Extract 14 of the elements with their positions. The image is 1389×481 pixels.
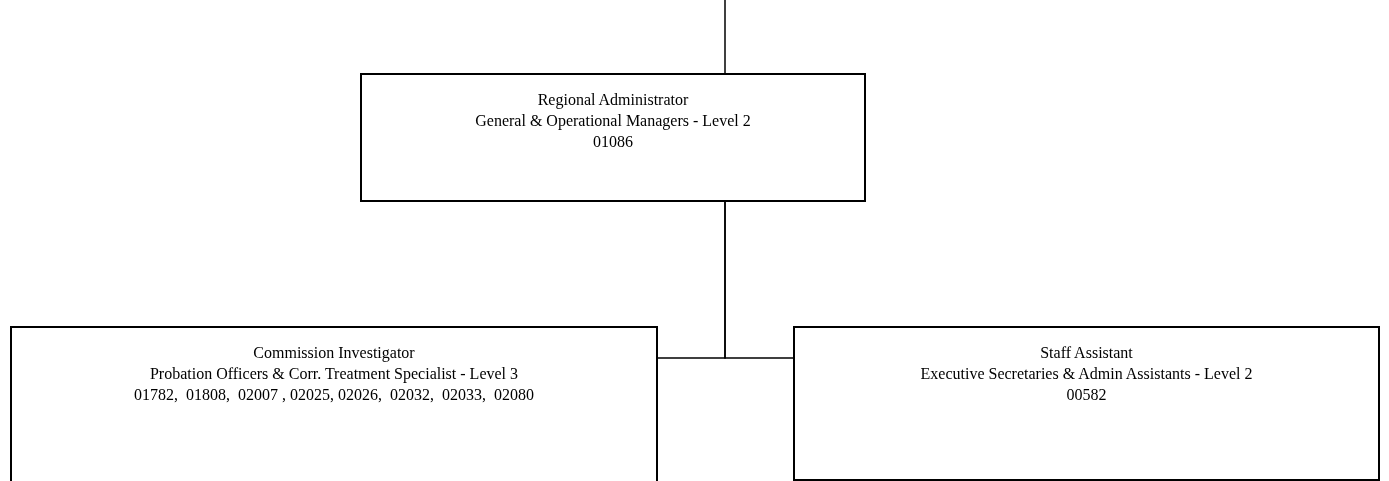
job-class: Executive Secretaries & Admin Assistants - Level 2 bbox=[919, 364, 1254, 384]
position-title: Regional Administrator bbox=[536, 90, 690, 110]
position-title: Staff Assistant bbox=[1039, 343, 1134, 363]
position-numbers: 01782, 01808, 02007 , 02025, 02026, 02032, 02033, 02080 bbox=[133, 385, 535, 405]
job-class: General & Operational Managers - Level 2 bbox=[474, 111, 752, 131]
connector-line bbox=[724, 201, 794, 359]
position-numbers: 00582 bbox=[1065, 385, 1108, 405]
position-title: Commission Investigator bbox=[252, 343, 416, 363]
connector-line bbox=[724, 0, 726, 74]
position-numbers: 01086 bbox=[592, 132, 634, 152]
position-box bbox=[10, 326, 658, 481]
position-box bbox=[793, 326, 1380, 481]
job-class: Probation Officers & Corr. Treatment Specialist - Level 3 bbox=[148, 364, 520, 384]
position-box bbox=[360, 73, 866, 202]
